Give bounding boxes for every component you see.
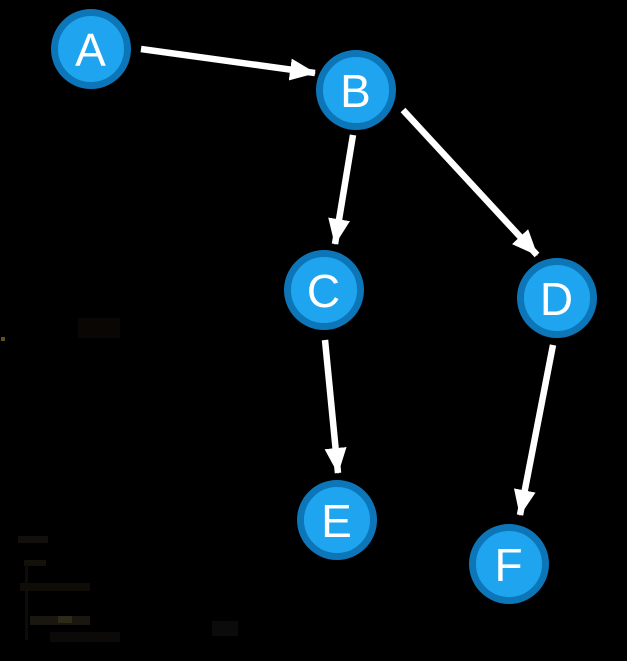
edge-B-to-C xyxy=(328,134,357,245)
node-circle-B[interactable] xyxy=(316,50,396,130)
graph-node-E[interactable]: E xyxy=(297,480,377,560)
edge-C-to-E xyxy=(321,339,347,474)
node-circle-D[interactable] xyxy=(517,258,597,338)
node-label-F: F xyxy=(494,539,523,591)
graph-node-A[interactable]: A xyxy=(51,9,131,89)
node-circle-E[interactable] xyxy=(297,480,377,560)
graph-node-F[interactable]: F xyxy=(469,524,549,604)
nodes-layer: A B C D E F xyxy=(51,9,597,604)
node-label-A: A xyxy=(75,24,107,76)
node-circle-A[interactable] xyxy=(51,9,131,89)
edge-A-to-B xyxy=(140,45,316,81)
edges-layer xyxy=(140,45,557,516)
node-label-E: E xyxy=(321,495,353,547)
edge-B-to-D xyxy=(400,107,540,258)
node-label-C: C xyxy=(307,265,341,317)
graph-node-D[interactable]: D xyxy=(517,258,597,338)
graph-node-C[interactable]: C xyxy=(284,250,364,330)
node-circle-C[interactable] xyxy=(284,250,364,330)
node-label-D: D xyxy=(540,273,574,325)
node-circle-F[interactable] xyxy=(469,524,549,604)
node-label-B: B xyxy=(340,65,372,117)
graph-node-B[interactable]: B xyxy=(316,50,396,130)
edge-D-to-F xyxy=(513,344,557,516)
